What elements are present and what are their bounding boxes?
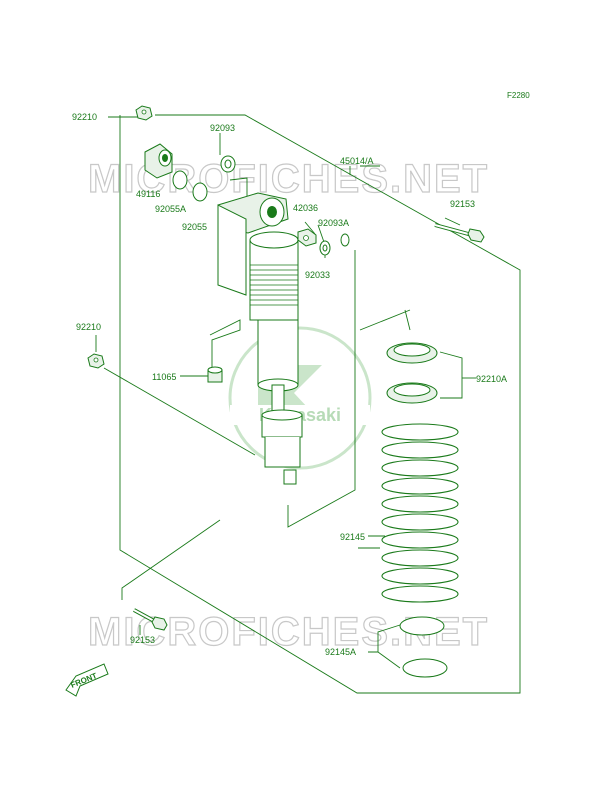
oring-92055A: [172, 170, 188, 190]
bolt-92153-bottom: [133, 608, 168, 631]
oring-92055: [192, 182, 208, 202]
spring-nut-92210A: [386, 342, 438, 404]
nut-92210-lower: [87, 353, 105, 369]
label-92210-lower: 92210: [76, 322, 101, 332]
outline-box: [119, 114, 521, 694]
label-92145A: 92145A: [325, 647, 356, 657]
guide-line: [359, 309, 411, 331]
guide-line: [404, 309, 411, 331]
label-42036: 42036: [293, 203, 318, 213]
figure-code: F2280: [507, 91, 530, 100]
ring-92033: [340, 233, 350, 247]
guide-line: [287, 250, 356, 528]
label-92093: 92093: [210, 123, 235, 133]
shock-absorber-body: [217, 192, 303, 485]
adjuster-42036: [297, 228, 317, 247]
label-49116: 49116: [136, 189, 160, 199]
front-arrow-icon: FRONT: [65, 663, 109, 697]
cap-11065: [207, 366, 223, 383]
label-45014A: 45014/A: [340, 156, 374, 166]
label-92055: 92055: [182, 222, 207, 232]
spring-92145: [381, 423, 459, 603]
label-92093A: 92093A: [318, 218, 349, 228]
clip-92145A-lower: [402, 658, 448, 678]
label-92153-top: 92153: [450, 199, 475, 209]
label-92153-bottom: 92153: [130, 635, 155, 645]
label-92033: 92033: [305, 270, 330, 280]
label-92210A: 92210A: [476, 374, 507, 384]
bushing-49116: [144, 143, 173, 179]
label-92210: 92210: [72, 112, 97, 122]
guide-line: [209, 319, 241, 370]
label-11065: 11065: [152, 372, 176, 382]
bolt-92153-top: [434, 223, 485, 243]
label-92055A: 92055A: [155, 204, 186, 214]
guide-line: [103, 367, 256, 456]
label-92145: 92145: [340, 532, 365, 542]
nut-92210-top: [135, 105, 153, 121]
washer-92093: [220, 155, 236, 173]
guide-line: [121, 519, 221, 600]
clip-92145A-upper: [399, 616, 445, 636]
